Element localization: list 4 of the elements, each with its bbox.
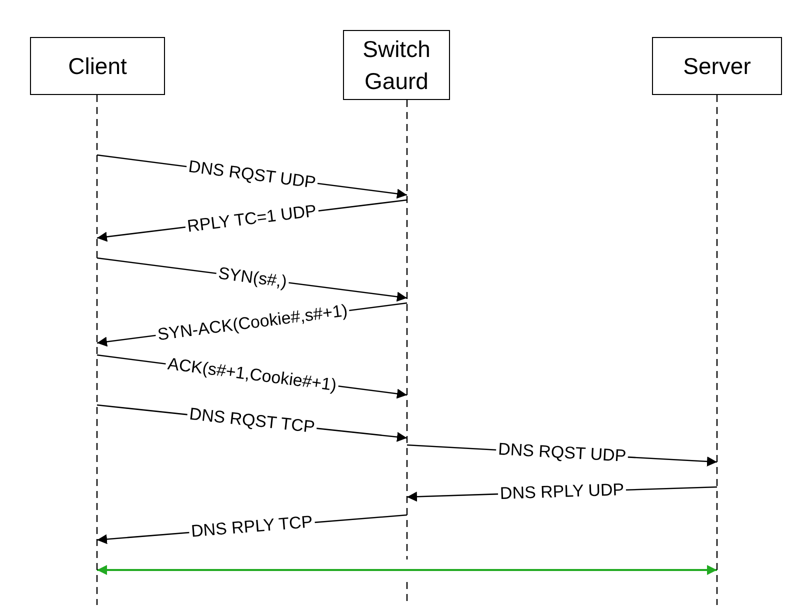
participant-name: Server (683, 52, 751, 81)
participant-name: Switch Gaurd (362, 34, 432, 96)
message-arrow (97, 565, 717, 575)
participant-name: Client (68, 52, 127, 81)
